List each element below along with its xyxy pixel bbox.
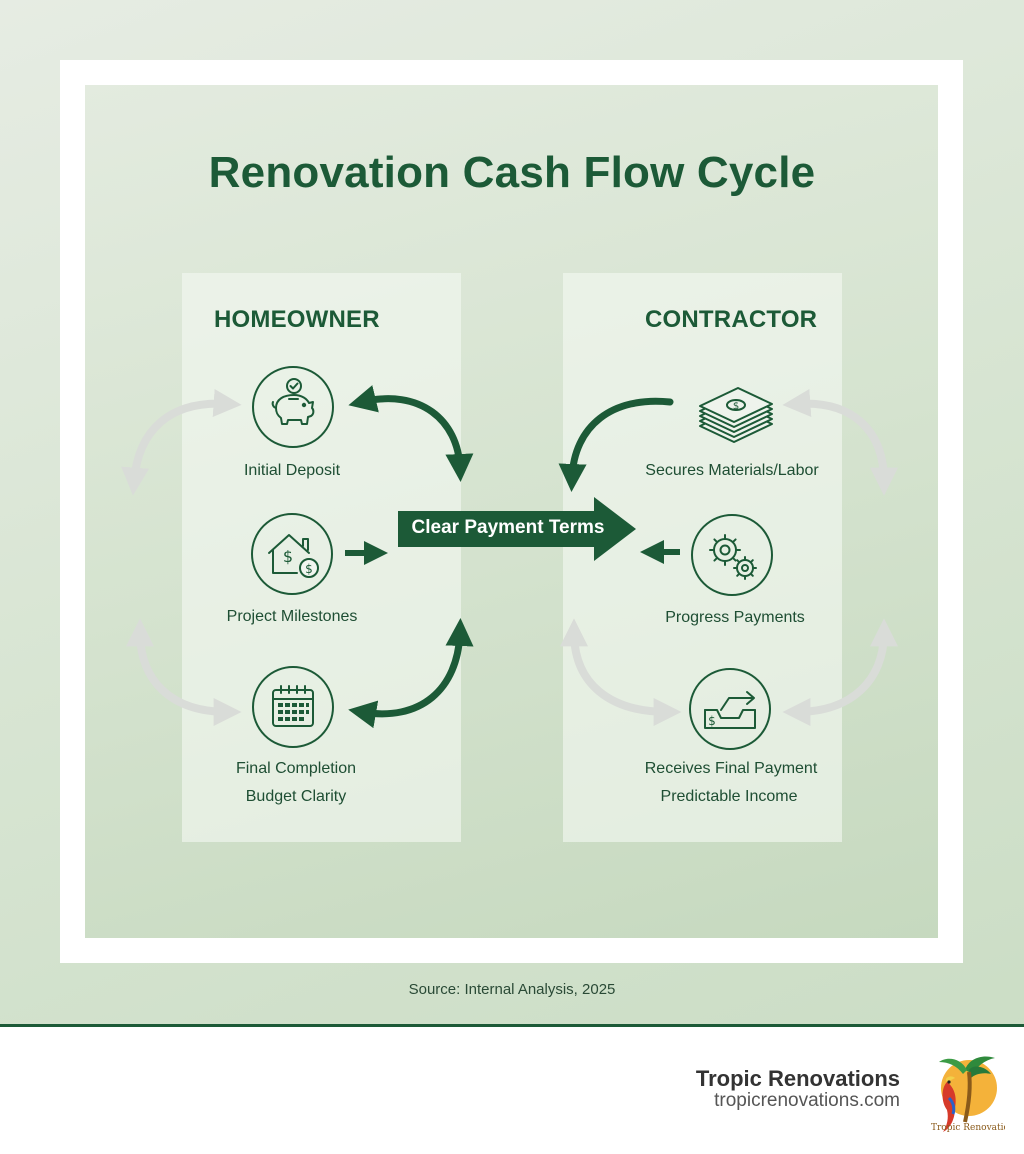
green-arrow-materials: [558, 397, 674, 492]
piggy-bank-icon: [252, 366, 334, 448]
budget-clarity-label: Budget Clarity: [245, 788, 347, 805]
calendar-icon: [252, 666, 334, 748]
light-arrow-left-bottom: [126, 618, 242, 726]
homeowner-heading: HOMEOWNER: [214, 306, 380, 333]
light-arrow-right-bottom: [782, 618, 898, 726]
money-stack-icon: $: [694, 378, 778, 448]
svg-text:$: $: [733, 401, 739, 412]
green-arrow-completion: [348, 618, 474, 729]
center-label: Clear Payment Terms: [411, 517, 605, 538]
footer: [0, 1027, 1024, 1154]
receives-final-payment-label: Receives Final Payment: [644, 760, 818, 777]
source-note: Source: Internal Analysis, 2025: [408, 981, 616, 998]
light-arrow-contractor-inner: [560, 618, 682, 726]
diagram-title: Renovation Cash Flow Cycle: [208, 148, 816, 197]
house-dollar-icon: $ $: [251, 513, 333, 595]
logo-lettering: Tropic Renovations: [931, 1123, 1005, 1133]
payment-box-icon: $: [689, 668, 771, 750]
brand-url[interactable]: tropicrenovations.com: [714, 1090, 900, 1111]
svg-text:$: $: [708, 714, 716, 728]
light-arrow-left-top: [121, 389, 242, 496]
svg-text:$: $: [305, 562, 313, 576]
final-completion-label: Final Completion: [235, 760, 357, 777]
initial-deposit-label: Initial Deposit: [243, 462, 341, 479]
contractor-heading: CONTRACTOR: [645, 306, 818, 333]
gears-icon: [691, 514, 773, 596]
project-milestones-label: Project Milestones: [226, 608, 358, 625]
predictable-income-label: Predictable Income: [660, 788, 798, 805]
tropic-renovations-logo: Tropic Renovations: [925, 1048, 1020, 1136]
footer-divider: [0, 1024, 1024, 1027]
svg-text:$: $: [283, 547, 293, 566]
secures-materials-label: Secures Materials/Labor: [645, 462, 819, 479]
progress-payments-label: Progress Payments: [665, 609, 805, 626]
light-arrow-right-top: [782, 389, 898, 496]
green-arrow-deposit: [348, 385, 474, 482]
brand-name: Tropic Renovations: [695, 1066, 900, 1091]
clear-payment-terms-arrow: Clear Payment Terms: [398, 497, 638, 561]
